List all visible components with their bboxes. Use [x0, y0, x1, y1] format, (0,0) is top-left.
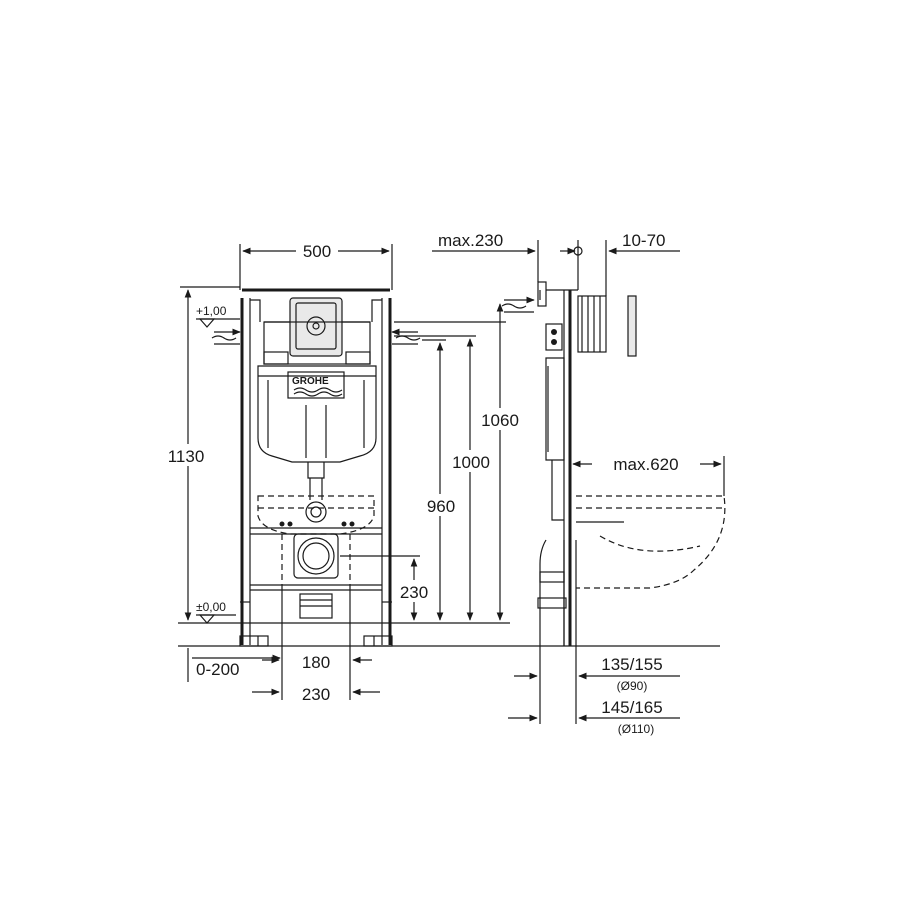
max-230-label: max.230: [438, 231, 503, 250]
dimension-500: 500: [239, 240, 393, 290]
cistern: GROHE: [257, 297, 377, 523]
height-label: 1130: [168, 447, 205, 466]
dim-230-vertical-label: 230: [400, 583, 428, 602]
side-frame: [537, 281, 637, 646]
width-label: 500: [303, 242, 331, 261]
dim-960-label: 960: [427, 497, 455, 516]
grohe-logo: GROHE: [287, 371, 345, 399]
dimension-230-vertical: 230: [340, 555, 434, 621]
dim-180-label: 180: [302, 653, 330, 672]
level-marker-top: +1,00: [196, 304, 240, 328]
dimension-145-165: 145/165 (Ø110): [508, 698, 680, 736]
dim-0-200-label: 0-200: [196, 660, 239, 679]
water-inlet-right: [391, 328, 421, 345]
dimension-960: 960: [420, 339, 462, 621]
water-inlet-left: [211, 328, 241, 345]
front-view: GROHE: [160, 240, 720, 704]
level-bottom-label: ±0,00: [196, 600, 226, 614]
dimension-0-200: 0-200: [187, 648, 281, 682]
dimension-1060: 1060: [394, 303, 526, 621]
dimension-1000: 1000: [394, 335, 496, 621]
dimension-max620: max.620: [572, 455, 725, 496]
max-620-label: max.620: [613, 455, 678, 474]
logo-text: GROHE: [292, 376, 329, 387]
dimension-135-155: 135/155 (Ø90): [514, 600, 680, 724]
drain-outlet: [279, 521, 355, 619]
dia-110-label: (Ø110): [618, 722, 654, 736]
side-bowl: [576, 495, 726, 589]
side-view: max.230 10-70 max.620 135/155 (Ø90): [432, 231, 726, 736]
dia-90-label: (Ø90): [617, 679, 648, 693]
dimension-1130: 1130: [160, 286, 240, 621]
dimension-180: 180: [262, 590, 372, 672]
dim-10-70-label: 10-70: [622, 231, 665, 250]
level-marker-bottom: ±0,00: [196, 600, 236, 624]
dim-1060-label: 1060: [481, 411, 519, 430]
side-water-inlet: [501, 296, 535, 313]
dimension-10-70: 10-70: [560, 231, 680, 296]
dimension-max230: max.230: [432, 231, 539, 282]
dim-145-165-label: 145/165: [601, 698, 662, 717]
dim-135-155-label: 135/155: [601, 655, 662, 674]
dim-1000-label: 1000: [452, 453, 490, 472]
level-top-label: +1,00: [196, 304, 227, 318]
dimension-230-horizontal: 230: [252, 668, 380, 704]
dim-230-horizontal-label: 230: [302, 685, 330, 704]
frame: [239, 288, 393, 647]
